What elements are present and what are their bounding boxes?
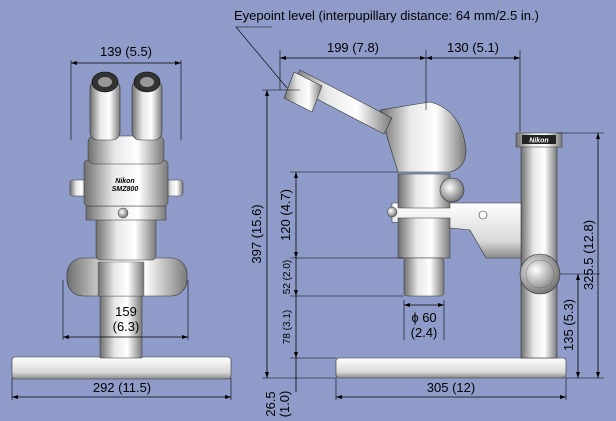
side-objective [403,257,445,297]
front-column [99,289,143,359]
objective-dia-in-label: (2.4) [411,325,438,340]
eyepiece-offset-label: 199 (7.8) [327,40,379,55]
front-model-label: SMZ800 [112,186,139,193]
front-lock-screw-icon [117,207,129,219]
objective-height-label: 52 (2.0) [282,260,293,294]
pole-height-label: 325.5 (12.8) [581,220,596,290]
base-depth-label: 305 (12) [427,380,475,395]
working-height-label: 78 (3.1) [282,310,293,344]
front-view: Nikon SMZ800 [11,60,232,400]
side-pole [520,135,558,359]
front-column-width-mm: 159 [115,304,137,319]
base-thickness-mm: 26.5 [263,391,278,416]
front-base-width-label: 292 (11.5) [93,380,151,395]
side-head [379,101,467,173]
front-base [11,356,232,380]
objective-dia-label: ϕ 60 [411,310,436,325]
front-top-width-label: 139 (5.5) [100,44,152,59]
total-height-label: 397 (15.6) [249,204,264,263]
side-view: Nikon [235,26,604,400]
side-arm [391,202,522,259]
body-to-pole-label: 130 (5.1) [447,40,499,55]
body-height-label: 120 (4.7) [278,189,293,241]
front-brand-label: Nikon [115,178,134,185]
eyepoint-note: Eyepoint level (interpupillary distance:… [234,8,539,23]
base-thickness-in: (1.0) [277,391,292,418]
stand-logo [522,135,556,144]
side-base [335,357,567,379]
focus-knob-height-label: 135 (5.3) [561,299,576,351]
front-column-width-in: (6.3) [113,319,140,334]
stand-brand-label: Nikon [529,138,548,145]
